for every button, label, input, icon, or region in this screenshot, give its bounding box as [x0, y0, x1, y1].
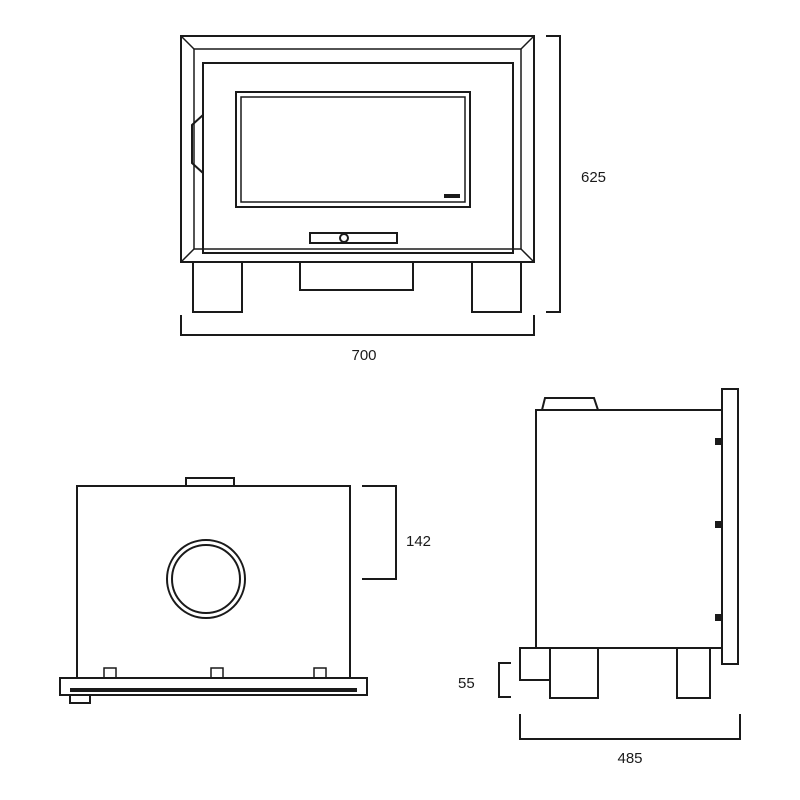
- dim-front-height-label: 625: [581, 169, 606, 186]
- front-outer-frame: [180, 35, 535, 263]
- glass-badge: [444, 194, 460, 198]
- dim-top-flue-label: 142: [406, 533, 431, 550]
- side-body: [535, 409, 723, 649]
- top-handle: [69, 694, 91, 704]
- front-door: [202, 62, 514, 254]
- air-control-bar: [309, 232, 398, 244]
- top-flue-inner: [171, 544, 241, 614]
- side-rear-spigot: [519, 647, 551, 681]
- dim-front-width-bracket: [180, 315, 535, 336]
- front-ashpan: [299, 261, 414, 291]
- side-flue-collar: [541, 397, 599, 411]
- dim-side-depth-bracket: [519, 714, 741, 740]
- door-hinge: [191, 114, 204, 174]
- dim-front-width-label: 700: [351, 347, 376, 364]
- dim-side-depth-label: 485: [617, 750, 642, 767]
- top-tab-right: [313, 667, 327, 679]
- side-bolt-3: [715, 614, 722, 621]
- air-control-knob: [339, 233, 349, 243]
- dim-front-height-bracket: [546, 35, 561, 313]
- top-flue-collar: [185, 477, 235, 487]
- side-leg-rear: [549, 647, 599, 699]
- front-frame-bevels: [180, 35, 535, 263]
- top-view: 142: [59, 477, 431, 704]
- front-view: 625 700: [180, 35, 606, 364]
- front-glass-outer: [235, 91, 471, 208]
- front-leg-left: [192, 261, 243, 313]
- side-bolt-1: [715, 438, 722, 445]
- front-leg-right: [471, 261, 522, 313]
- dim-side-leg-bracket: [498, 662, 511, 698]
- side-front-panel: [721, 388, 739, 665]
- side-bolt-2: [715, 521, 722, 528]
- top-front-plate: [59, 677, 368, 696]
- top-tab-left: [103, 667, 117, 679]
- top-flue-outer: [166, 539, 246, 619]
- top-front-plate-edge: [70, 688, 357, 692]
- side-view: 55 485: [458, 388, 741, 767]
- dim-top-flue-bracket: [362, 485, 397, 580]
- front-glass-inner: [240, 96, 466, 203]
- top-tab-middle: [210, 667, 224, 679]
- dim-side-leg-label: 55: [458, 675, 475, 692]
- side-leg-front: [676, 647, 711, 699]
- top-body: [76, 485, 351, 679]
